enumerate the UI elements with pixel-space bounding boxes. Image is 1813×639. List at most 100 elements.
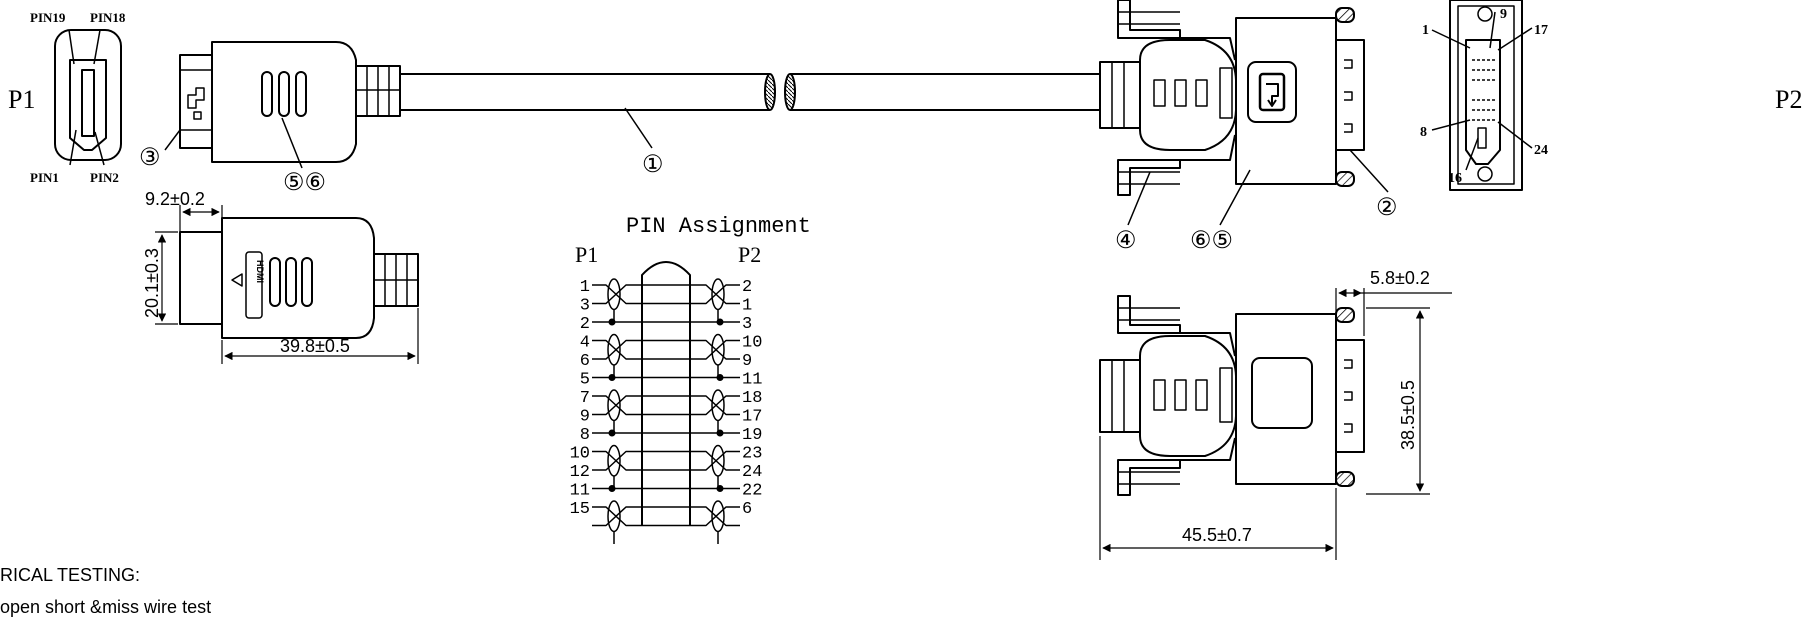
pin-p1-9: 9 [580,408,590,427]
pin-p2-19: 19 [742,426,762,445]
dvi-logo-box [1247,61,1297,123]
pin-p1-4: 4 [580,334,590,353]
p1-face-outline [54,29,122,161]
shield-loop [607,278,621,311]
pin-p2-11: 11 [742,371,762,390]
dim-dvi-tip: 5.8±0.2 [1370,268,1430,288]
dim-dvi-height: 38.5±0.5 [1398,380,1418,450]
dvi-strain-relief [1099,61,1141,129]
callout-3: ③ [139,145,161,171]
pin-p1-1: 1 [580,278,590,297]
wire-pair-b [592,506,740,527]
pin-p2-24: 24 [742,463,762,482]
shield-loop [607,500,621,533]
dim-hdmi-height: 20.1±0.3 [142,248,162,318]
pin-assignment-p1: P1 [575,242,598,267]
p2-pin-8: 8 [1420,125,1427,140]
pin-p1-11: 11 [570,482,590,501]
pin-p2-18: 18 [742,389,762,408]
p2-pin-24: 24 [1534,143,1548,158]
junction-dot [716,374,724,381]
junction-dot [716,429,724,437]
wire-pair-b [592,339,740,360]
p2-pin-1: 1 [1422,23,1429,38]
hdmi-dim-drawing [179,217,419,339]
pin-p1-6: 6 [580,352,590,371]
grip-slot-2 [278,71,290,117]
callout-56-left: ⑤⑥ [283,170,326,196]
p2-face-label: P2 [1775,85,1802,114]
hdmi-dim-lines [155,205,419,364]
callout-65-right: ⑥⑤ [1190,228,1233,254]
junction-dot [608,318,616,326]
p1-face-view [54,29,122,166]
dim-hdmi-tip: 9.2±0.2 [145,189,205,209]
callout-4: ④ [1115,228,1137,254]
wire-pair-a [592,395,740,416]
shield-loop [711,278,725,311]
shield-loop [711,389,725,422]
p1-face-tongue [81,69,95,137]
pin-p1-7: 7 [580,389,590,408]
p2-pin-9: 9 [1500,7,1507,22]
p1-pin18-label: PIN18 [90,10,126,25]
hdmi-logo-text: HDMI [255,260,265,283]
junction-dot [716,318,724,326]
p1-face-shell [69,59,107,151]
pin-assignment-wiring [592,261,740,544]
hdmi-dim-body [221,217,375,339]
dvi-front-plug [1335,39,1365,151]
wire-pair-a [592,450,740,471]
hdmi-plug-side [179,41,401,163]
pin-p1-3: 3 [580,297,590,316]
pin-assignment-p2: P2 [738,242,761,267]
junction-dot [608,374,616,381]
pin-p1-2: 2 [580,315,590,334]
callout-leaders [164,107,1389,226]
cable-body [400,73,1100,111]
pin-p1-12: 12 [570,463,590,482]
wire-pair-a [592,284,740,305]
testing-line: open short &miss wire test [0,597,211,617]
pin-p2-2: 2 [742,278,752,297]
p1-face-label: P1 [8,85,35,114]
wire-pair-a [592,339,740,360]
pin-p2-3: 3 [742,315,752,334]
wire-pair-b [592,284,740,305]
p2-face-outline [1449,0,1523,191]
pin-p1-5: 5 [580,371,590,390]
p1-pin19-label: PIN19 [30,10,66,25]
dvi-dim-drawing [1099,295,1365,496]
junction-dot [608,429,616,437]
shield-loop [711,333,725,366]
shield-loop [711,444,725,477]
hdmi-dim-tip [179,231,223,325]
shield-loop [711,500,725,533]
p2-pin-housing [1465,39,1501,165]
dvi-thumbscrew-top [1117,0,1181,39]
pin-assignment-title: PIN Assignment [626,214,811,239]
p2-pin-16: 16 [1448,171,1462,186]
dim-dvi-length: 45.5±0.7 [1182,525,1252,545]
dvi-thumbscrew-bottom [1117,159,1181,196]
pin-p2-22: 22 [742,482,762,501]
wire-pair-b [592,395,740,416]
pin-p1-10: 10 [570,445,590,464]
pin-p2-23: 23 [742,445,762,464]
callout-2: ② [1376,195,1398,221]
shield-loop [607,444,621,477]
dim-hdmi-length: 39.8±0.5 [280,336,350,356]
dvi-dim-lines [1099,288,1452,560]
pin-p1-15: 15 [570,500,590,519]
callout-1: ① [642,152,664,178]
shield-loop [607,389,621,422]
p1-pin1-label: PIN1 [30,170,59,185]
junction-dot [608,485,616,492]
pin-p2-6: 6 [742,500,752,519]
pin-p2-1: 1 [742,297,752,316]
shield-tube [641,261,691,526]
junction-dot [716,485,724,492]
